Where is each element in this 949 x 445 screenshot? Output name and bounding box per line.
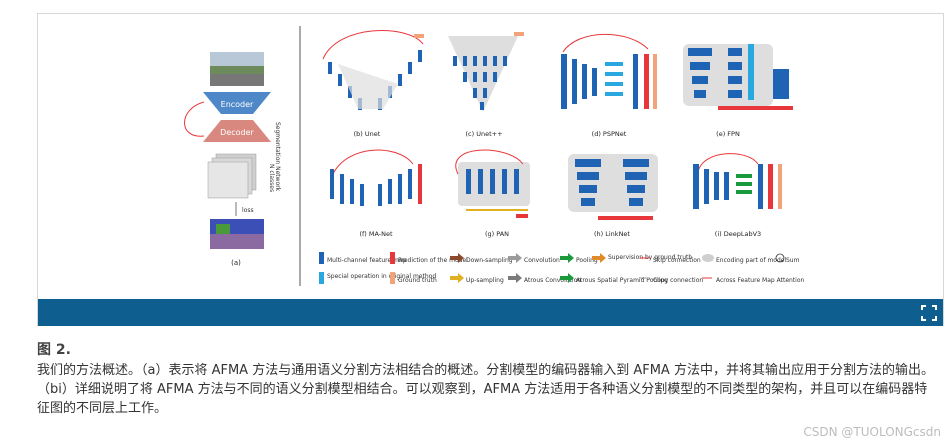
subfig-label-e: (e) FPN [716, 130, 740, 138]
svg-text:Encoding part of model: Encoding part of model [716, 257, 786, 264]
diagram-fpn [683, 44, 793, 110]
svg-text:Skip connection: Skip connection [653, 257, 701, 264]
class-maps [207, 161, 249, 199]
diagram-pspnet [561, 33, 657, 109]
figure-caption: 图 2. 我们的方法概述。（a）表示将 AFMA 方法与通用语义分割方法相结合的… [37, 339, 944, 418]
decoder-label: Decoder [220, 128, 254, 137]
svg-text:Copy connection: Copy connection [653, 277, 703, 284]
figure-svg: Encoder Decoder Segmentation Network N c… [184, 26, 805, 286]
svg-text:Special operation in original: Special operation in original method [327, 273, 436, 280]
loss-label: loss [242, 207, 254, 214]
subfig-label-h: (h) LinkNet [594, 230, 630, 238]
diagram-pan [455, 149, 530, 218]
diagram-manet [330, 149, 422, 206]
watermark: CSDN @TUOLONGcsdn [803, 425, 941, 439]
decoder-shape [203, 120, 271, 142]
encoder-shape [203, 92, 271, 114]
svg-text:Pooling: Pooling [576, 257, 598, 264]
svg-text:Prediction of the model: Prediction of the model [398, 257, 468, 264]
subfig-label-i: (i) DeepLabV3 [715, 230, 761, 238]
svg-text:Atrous Spatial Pyramid Pooling: Atrous Spatial Pyramid Pooling [576, 277, 668, 284]
diagram-unet [322, 30, 424, 110]
svg-text:Up-sampling: Up-sampling [466, 277, 504, 284]
figure-toolbar [38, 299, 943, 326]
figure-image: Encoder Decoder Segmentation Network N c… [38, 14, 943, 297]
subfig-label-d: (d) PSPNet [592, 130, 627, 138]
panel-a: Encoder Decoder Segmentation Network N c… [184, 52, 281, 267]
legend: Multi-channel feature map Prediction of … [319, 252, 805, 284]
svg-text:Multi-channel feature map: Multi-channel feature map [327, 257, 407, 264]
svg-text:Sum: Sum [786, 257, 800, 264]
svg-text:Supervision by ground truth: Supervision by ground truth [608, 254, 692, 261]
diagram-linknet [568, 154, 658, 220]
caption-label: 图 2. [37, 342, 71, 358]
diagram-deeplabv3 [693, 153, 782, 209]
panel-a-label: (a) [231, 259, 241, 267]
classes-label: N classes [268, 164, 275, 192]
encoder-label: Encoder [221, 100, 254, 109]
svg-text:Down-sampling: Down-sampling [466, 257, 513, 264]
svg-text:Convolution: Convolution [524, 257, 560, 264]
expand-icon[interactable] [921, 305, 937, 321]
diagram-unetpp [448, 32, 524, 112]
network-label: Segmentation Network [274, 122, 281, 192]
caption-text: 我们的方法概述。（a）表示将 AFMA 方法与通用语义分割方法相结合的概述。分割… [37, 363, 934, 416]
subfig-label-f: (f) MA-Net [359, 230, 393, 238]
svg-text:Atrous Convolution: Atrous Convolution [524, 277, 581, 284]
svg-text:Across Feature Map Attention: Across Feature Map Attention [716, 277, 805, 284]
subfig-label-b: (b) Unet [354, 130, 381, 138]
subfig-label-g: (g) PAN [485, 230, 509, 238]
subfig-label-c: (c) Unet++ [465, 130, 502, 138]
svg-text:Ground truth: Ground truth [398, 277, 437, 284]
figure-frame: Encoder Decoder Segmentation Network N c… [37, 13, 944, 326]
